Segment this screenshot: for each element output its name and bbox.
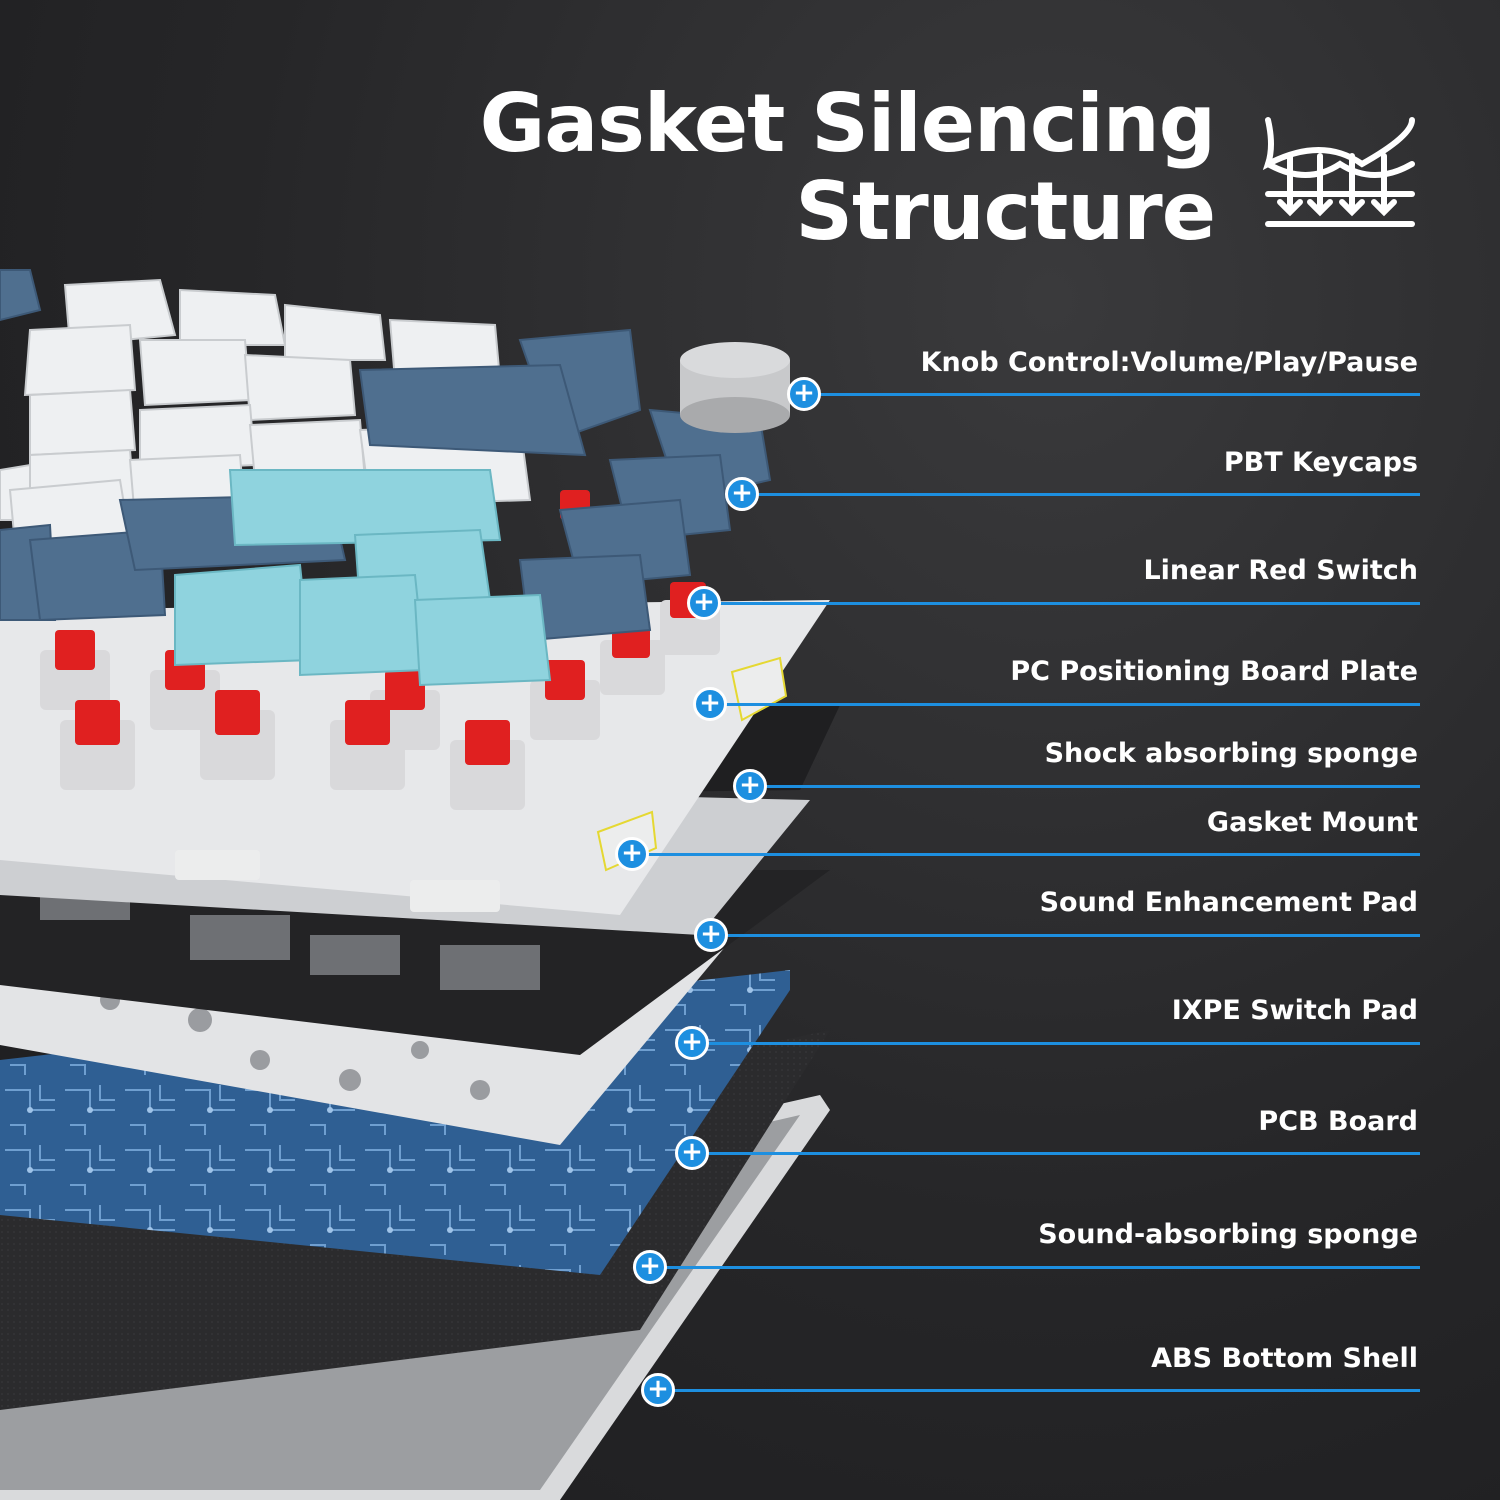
plus-icon[interactable]: + bbox=[615, 837, 649, 871]
callout-line-gasket bbox=[632, 853, 1420, 856]
callout-label-sound-pad: Sound Enhancement Pad bbox=[1039, 887, 1418, 918]
plus-icon[interactable]: + bbox=[675, 1136, 709, 1170]
callout-label-pcb: PCB Board bbox=[1258, 1106, 1418, 1137]
title-line-2: Structure bbox=[795, 165, 1216, 258]
callout-line-absorbing-sponge bbox=[650, 1266, 1420, 1269]
plus-icon[interactable]: + bbox=[633, 1250, 667, 1284]
plus-icon[interactable]: + bbox=[687, 586, 721, 620]
callout-line-shock-sponge bbox=[750, 785, 1420, 788]
plus-icon[interactable]: + bbox=[725, 477, 759, 511]
callout-label-ixpe: IXPE Switch Pad bbox=[1171, 995, 1418, 1026]
title-line-1: Gasket Silencing bbox=[479, 77, 1216, 170]
plus-icon[interactable]: + bbox=[733, 769, 767, 803]
callout-line-pc-plate bbox=[710, 703, 1420, 706]
volume-knob bbox=[680, 342, 790, 433]
callout-label-knob: Knob Control:Volume/Play/Pause bbox=[920, 347, 1418, 378]
plus-icon[interactable]: + bbox=[675, 1026, 709, 1060]
callout-label-gasket: Gasket Mount bbox=[1206, 807, 1418, 838]
callout-label-absorbing-sponge: Sound-absorbing sponge bbox=[1038, 1219, 1418, 1250]
callout-line-bottom-shell bbox=[658, 1389, 1420, 1392]
plus-icon[interactable]: + bbox=[641, 1373, 675, 1407]
page-title: Gasket Silencing Structure bbox=[479, 77, 1216, 258]
callout-label-bottom-shell: ABS Bottom Shell bbox=[1151, 1343, 1418, 1374]
callout-line-knob bbox=[805, 393, 1420, 396]
callout-label-pc-plate: PC Positioning Board Plate bbox=[1010, 656, 1418, 687]
ixpe-holes bbox=[100, 990, 490, 1100]
switch-row bbox=[40, 490, 720, 810]
pad-windows bbox=[40, 880, 540, 990]
callout-line-ixpe bbox=[692, 1042, 1420, 1045]
callout-line-switch bbox=[704, 602, 1420, 605]
callout-label-keycaps: PBT Keycaps bbox=[1223, 447, 1418, 478]
plus-icon[interactable]: + bbox=[693, 687, 727, 721]
gasket-layers-icon bbox=[1262, 117, 1415, 227]
callout-label-switch: Linear Red Switch bbox=[1143, 555, 1418, 586]
plus-icon[interactable]: + bbox=[694, 918, 728, 952]
callout-line-pcb bbox=[692, 1152, 1420, 1155]
callout-label-shock-sponge: Shock absorbing sponge bbox=[1044, 738, 1418, 769]
keycaps-layer bbox=[0, 269, 772, 687]
plus-icon[interactable]: + bbox=[787, 377, 821, 411]
callout-line-keycaps bbox=[742, 493, 1420, 496]
gasket-bumpers bbox=[175, 850, 500, 912]
callout-line-sound-pad bbox=[711, 934, 1420, 937]
